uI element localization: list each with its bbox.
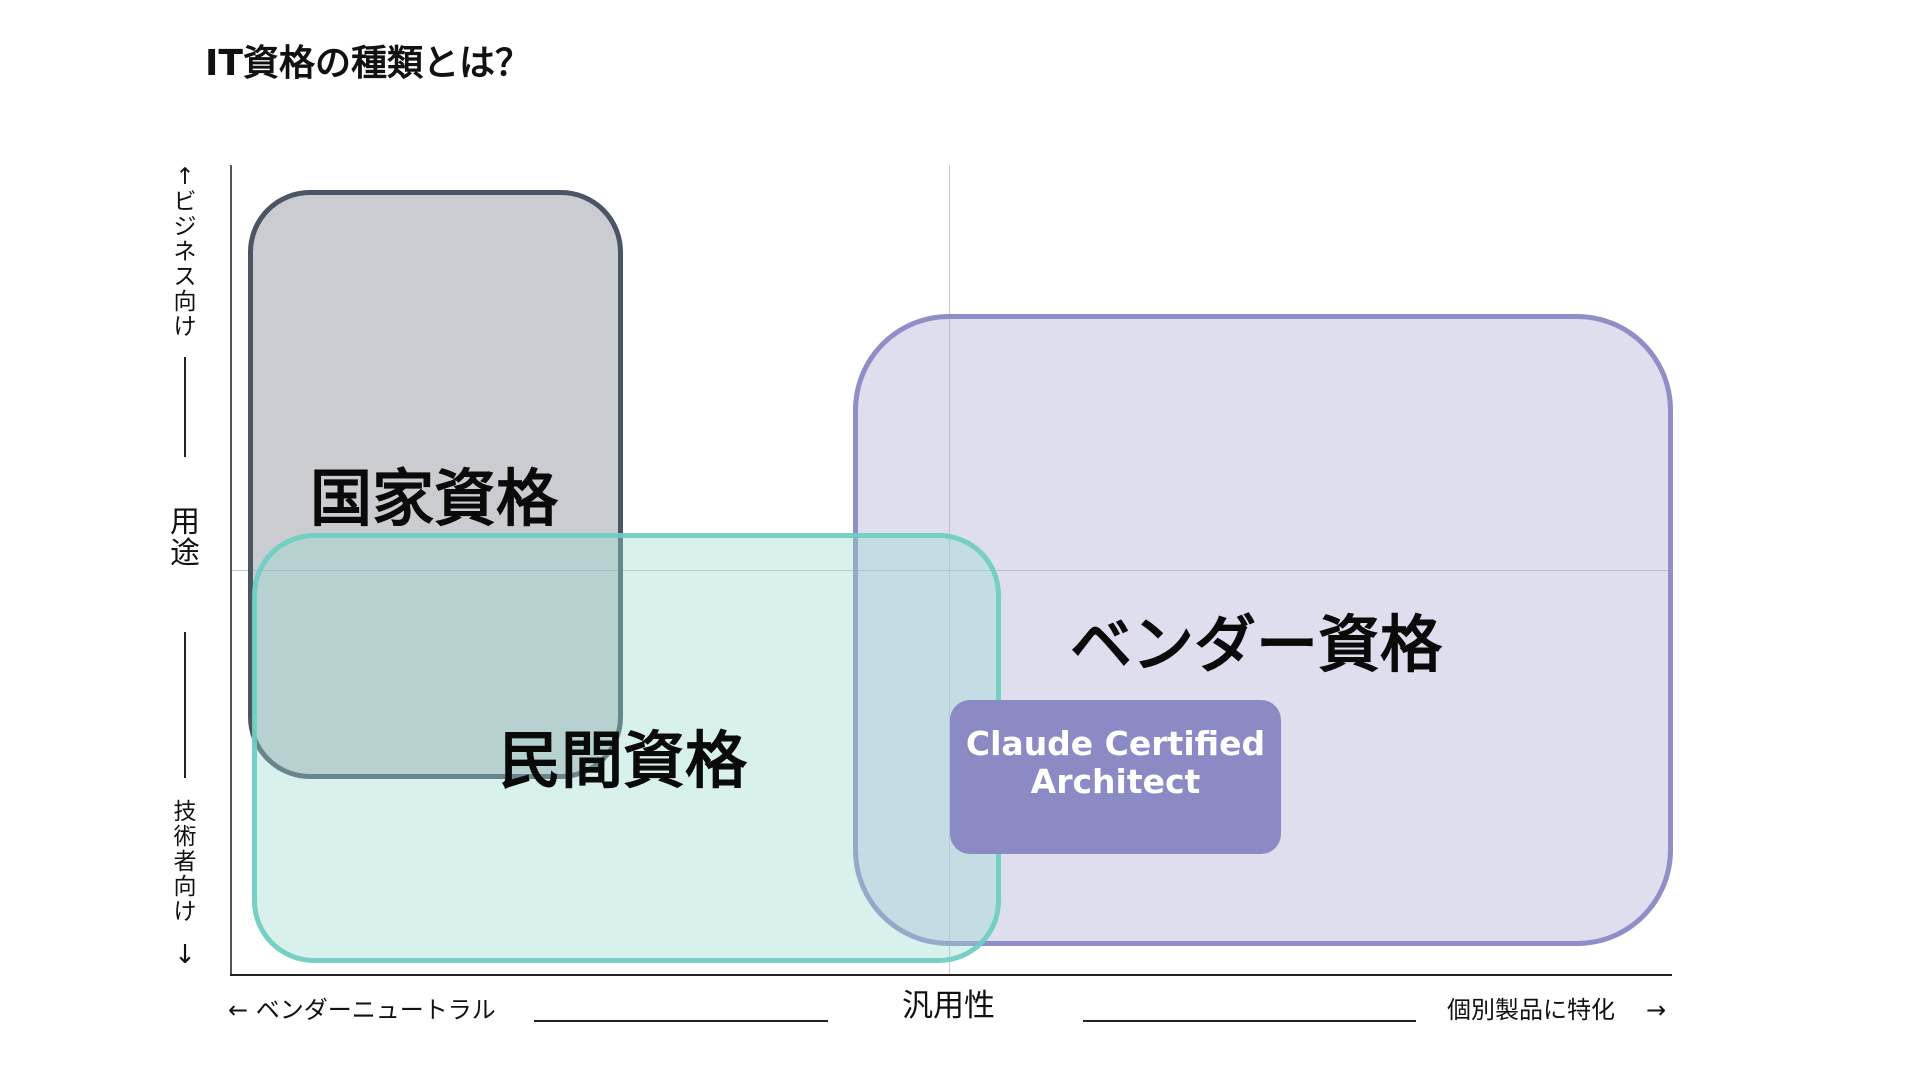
- x-axis-label-line-left: [534, 1020, 828, 1022]
- badge-line-1: Claude Certified: [965, 724, 1266, 763]
- y-axis-label-line-upper: [184, 357, 186, 457]
- y-bottom-char: け: [173, 899, 197, 925]
- national-certification-label: 国家資格: [310, 462, 559, 535]
- y-top-char: 向: [173, 289, 197, 315]
- y-top-char: ネ: [173, 239, 197, 265]
- y-top-char: け: [173, 314, 197, 340]
- y-bottom-char: 向: [173, 874, 197, 900]
- y-bottom-char: 者: [173, 849, 197, 875]
- national-certification-region: [248, 190, 623, 779]
- diagram-title: IT資格の種類とは？: [205, 43, 531, 84]
- y-title-char: 用: [170, 505, 200, 540]
- y-axis-top-label: ↑ ビ ジ ネ ス 向 け: [170, 165, 200, 340]
- y-top-char: ビ: [173, 189, 197, 215]
- x-axis-title: 汎用性: [902, 988, 995, 1024]
- x-axis-label-line-right: [1083, 1020, 1416, 1022]
- private-certification-region: [252, 533, 1001, 963]
- claude-certified-architect-badge: Claude Certified Architect: [950, 700, 1281, 854]
- right-arrow-icon: →: [1646, 996, 1667, 1024]
- x-axis-line: [230, 974, 1672, 976]
- y-title-char: 途: [170, 536, 200, 571]
- vendor-certification-label: ベンダー資格: [1070, 608, 1443, 681]
- y-bottom-char: 技: [173, 799, 197, 825]
- y-top-char: ジ: [173, 214, 197, 240]
- x-axis-left-label: ← ベンダーニュートラル: [228, 996, 496, 1024]
- y-axis-line: [230, 165, 232, 975]
- up-arrow-icon: ↑: [175, 164, 195, 190]
- y-axis-bottom-label: 技 術 者 向 け: [170, 800, 200, 925]
- badge-line-2: Architect: [1030, 762, 1201, 801]
- y-axis-label-line-lower: [184, 632, 186, 778]
- x-axis-right-label: 個別製品に特化: [1447, 996, 1615, 1024]
- y-axis-title: 用 途: [165, 507, 205, 569]
- private-certification-label: 民間資格: [499, 724, 748, 797]
- y-bottom-char: 術: [173, 824, 197, 850]
- down-arrow-icon: ↓: [174, 940, 196, 970]
- y-top-char: ス: [173, 264, 197, 290]
